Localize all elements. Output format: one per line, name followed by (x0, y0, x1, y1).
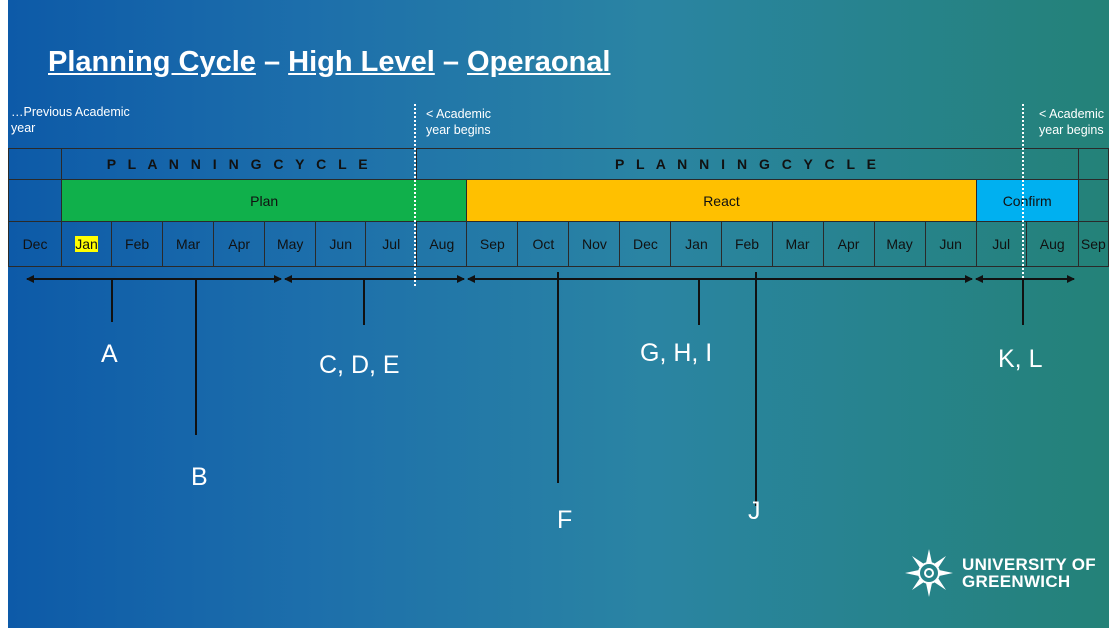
month-cell: Apr (213, 221, 266, 267)
phase-plan: Plan (61, 179, 468, 222)
month-cell: Feb (111, 221, 164, 267)
month-row: Dec Jan Feb Mar Apr May Jun Jul Aug Sep … (8, 221, 1109, 267)
planning-cycle-label-1: P L A N N I N G C Y C L E (61, 148, 418, 180)
month-cell: Dec (8, 221, 63, 267)
month-cell: Sep (466, 221, 519, 267)
month-label: Jul (382, 236, 401, 252)
month-cell: Dec (619, 221, 672, 267)
month-cell: Feb (721, 221, 773, 267)
phase-confirm: Confirm (975, 179, 1079, 222)
month-label-highlighted: Jan (75, 236, 98, 252)
marker-b: B (191, 463, 208, 491)
month-cell: Jan (670, 221, 723, 267)
marker-kl: K, L (998, 345, 1043, 373)
phase-cell-empty-left (8, 179, 63, 222)
timeline-arrows (26, 272, 1075, 506)
academic-year-divider-1 (414, 104, 416, 286)
month-label: Jun (329, 236, 352, 252)
month-label: Apr (837, 236, 860, 252)
logo-text: UNIVERSITY OF GREENWICH (962, 556, 1096, 590)
month-label: Feb (734, 236, 760, 252)
planning-cycle-row: P L A N N I N G C Y C L E P L A N N I N … (8, 148, 1109, 180)
month-cell: Jun (924, 221, 977, 267)
month-cell: Sep (1077, 221, 1109, 267)
month-cell: May (873, 221, 926, 267)
logo-line-2: GREENWICH (962, 572, 1071, 591)
title-dash-1: – (255, 46, 289, 78)
title-dash-2: – (434, 46, 468, 78)
month-label: Jan (685, 236, 708, 252)
marker-f: F (557, 506, 573, 534)
month-cell: Aug (1025, 221, 1079, 267)
month-label: Oct (532, 236, 555, 252)
month-label: Dec (22, 236, 48, 252)
title-operational: Operaonal (467, 46, 611, 78)
month-cell: Jan (61, 221, 113, 267)
academic-year-begins-note-1: < Academic year begins (426, 107, 491, 137)
month-label: Aug (1039, 236, 1065, 252)
month-cell: Jun (315, 221, 367, 267)
month-cell: Jul (365, 221, 418, 267)
marker-cde: C, D, E (319, 351, 400, 379)
academic-year-divider-2 (1022, 104, 1024, 286)
month-label: Sep (1080, 236, 1106, 252)
month-cell: Jul (975, 221, 1027, 267)
month-label: Aug (429, 236, 455, 252)
academic-year-begins-note-2: < Academic year begins (1039, 107, 1104, 137)
month-label: May (276, 236, 304, 252)
title-planning-cycle: Planning Cycle (48, 46, 256, 78)
month-label: Mar (785, 236, 810, 252)
marker-j: J (748, 497, 761, 525)
month-cell: Aug (416, 221, 468, 267)
month-label: Feb (125, 236, 150, 252)
month-label: Jun (939, 236, 962, 252)
month-label: Apr (228, 236, 251, 252)
month-cell: Nov (568, 221, 621, 267)
month-label: Dec (632, 236, 658, 252)
month-label: May (886, 236, 913, 252)
month-label: Mar (176, 236, 201, 252)
planning-timeline-table: P L A N N I N G C Y C L E P L A N N I N … (8, 148, 1109, 267)
slide-title: Planning Cycle – High Level – Operaonal (48, 46, 610, 79)
university-logo: UNIVERSITY OF GREENWICH (904, 548, 1096, 598)
month-cell: Apr (822, 221, 875, 267)
phase-cell-empty-right (1077, 179, 1109, 222)
marker-a: A (101, 340, 118, 368)
month-label: Sep (479, 236, 505, 252)
month-cell: May (264, 221, 317, 267)
slide: Planning Cycle – High Level – Operaonal … (8, 0, 1109, 628)
compass-star-icon (905, 549, 953, 597)
title-high-level: High Level (288, 46, 435, 78)
month-label: Jul (992, 236, 1011, 252)
previous-year-note: …Previous Academic year (11, 105, 130, 135)
month-label: Nov (581, 236, 607, 252)
month-cell: Mar (162, 221, 215, 267)
logo-line-1: UNIVERSITY OF (962, 555, 1096, 574)
marker-ghi: G, H, I (640, 339, 713, 367)
